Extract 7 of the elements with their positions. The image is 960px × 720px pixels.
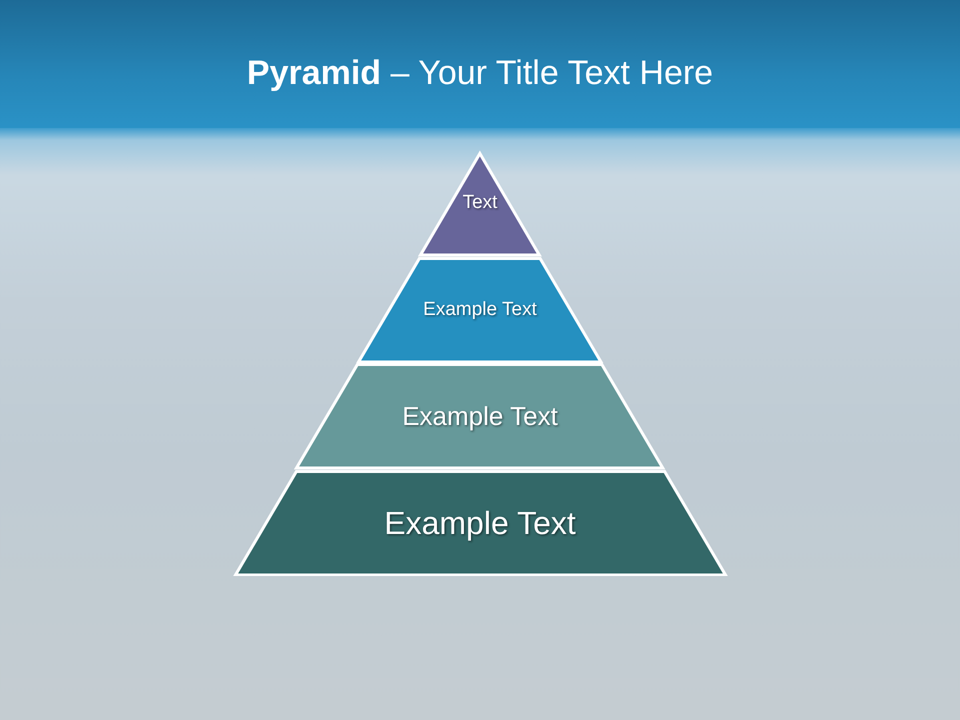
tier-label: Text bbox=[462, 191, 498, 216]
pyramid-tier bbox=[356, 256, 604, 363]
tier-label: Example Text bbox=[402, 400, 558, 432]
pyramid-tier bbox=[294, 363, 666, 470]
tier-label: Example Text bbox=[423, 298, 537, 322]
slide-title: Pyramid – Your Title Text Here bbox=[246, 53, 714, 94]
tier-label: Example Text bbox=[384, 504, 576, 543]
